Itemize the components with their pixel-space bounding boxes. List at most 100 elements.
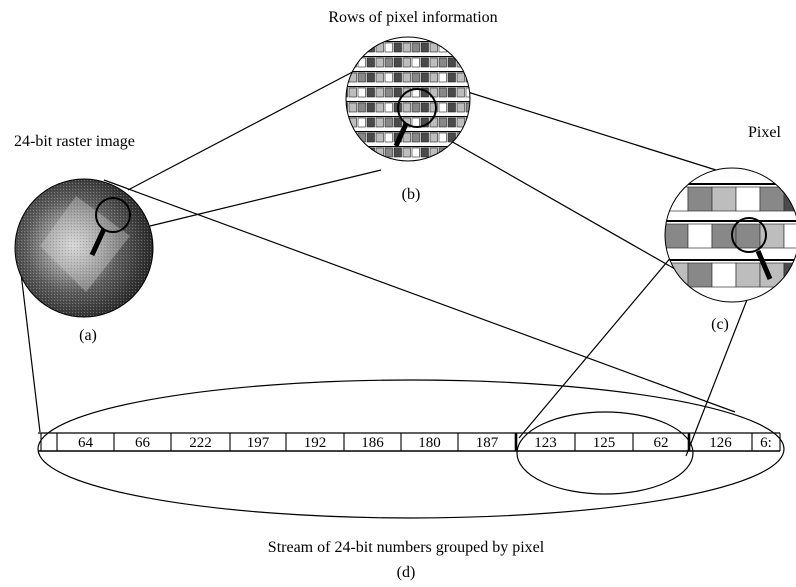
- stream-value: 64: [78, 435, 94, 451]
- pixel-cell: [402, 147, 411, 158]
- pixel-cell: [665, 223, 689, 249]
- pixel-cell: [384, 117, 393, 128]
- pixel-cell: [447, 117, 456, 128]
- pixel-cell: [429, 72, 438, 83]
- pixel-cell: [357, 87, 366, 98]
- pixel-cell: [456, 42, 465, 53]
- stream-value: 62: [654, 435, 669, 451]
- pixel-cell: [475, 118, 483, 127]
- pixel-cell: [429, 57, 438, 68]
- pixel-cell: [411, 57, 420, 68]
- pixel-cell: [447, 72, 456, 83]
- pixel-cell: [366, 132, 375, 143]
- pixel-cell: [346, 42, 348, 53]
- pixel-cell: [384, 87, 393, 98]
- pixel-cell: [411, 102, 420, 113]
- pixel-cell: [346, 57, 348, 68]
- pixel-cell: [384, 102, 393, 113]
- pixel-cell: [411, 147, 420, 158]
- pixel-cell: [475, 58, 483, 67]
- stream-value: 192: [304, 435, 327, 451]
- pixel-cell: [447, 132, 456, 143]
- pixel-cell: [465, 42, 470, 53]
- pixel-cell: [438, 132, 447, 143]
- pixel-cell: [665, 262, 689, 288]
- pixel-cell: [735, 223, 761, 249]
- pixel-cell: [447, 147, 456, 158]
- stream-value: 123: [534, 435, 557, 451]
- pixel-cell: [375, 57, 384, 68]
- stream-value: 126: [709, 435, 732, 451]
- pixel-cell: [456, 117, 465, 128]
- pixel-cell: [348, 87, 357, 98]
- pixel-cell: [420, 57, 429, 68]
- pixel-title: Pixel: [748, 124, 781, 141]
- stream-value: 186: [361, 435, 384, 451]
- pixel-cell: [447, 57, 456, 68]
- pixel-cell: [384, 147, 393, 158]
- pixel-cell: [402, 42, 411, 53]
- pixel-cell: [438, 57, 447, 68]
- label-d: (d): [397, 564, 416, 581]
- label-c: (c): [711, 316, 729, 333]
- magnifier-icon: [89, 197, 131, 257]
- pixel-cell: [348, 42, 357, 53]
- magnifier-icon: [731, 217, 773, 280]
- pixel-cell: [411, 132, 420, 143]
- pixel-cell: [735, 262, 761, 288]
- pixel-cell: [357, 102, 366, 113]
- pixel-cell: [456, 87, 465, 98]
- stream-value: 6:: [760, 435, 772, 451]
- stream-value: 222: [189, 435, 212, 451]
- pixel-cell: [759, 186, 785, 212]
- pixel-cell: [687, 186, 713, 212]
- line-c-to-stream-right: [685, 286, 753, 457]
- pixel-circle: [664, 167, 796, 303]
- pixel-cell: [438, 72, 447, 83]
- pixel-cell: [735, 186, 761, 212]
- pixel-cell: [402, 132, 411, 143]
- pixel-cell: [357, 42, 366, 53]
- pixel-cell: [429, 132, 438, 143]
- pixel-cell: [687, 262, 713, 288]
- magnifier-icon: [393, 88, 437, 148]
- pixel-cell: [420, 147, 429, 158]
- pixel-rows-circle: [345, 36, 483, 162]
- stream-value: 125: [593, 435, 616, 451]
- pixel-cell: [475, 73, 483, 82]
- line-a-to-stream-right: [103, 179, 736, 413]
- pixel-cell: [384, 57, 393, 68]
- pixel-cell: [366, 147, 375, 158]
- pixel-cell: [402, 102, 411, 113]
- pixel-cell: [366, 117, 375, 128]
- pixel-cell: [357, 147, 366, 158]
- pixel-cell: [411, 42, 420, 53]
- pixel-cell: [366, 57, 375, 68]
- pixel-cell: [375, 132, 384, 143]
- pixel-cell: [429, 42, 438, 53]
- pixel-cell: [465, 117, 470, 128]
- pixel-cell: [384, 132, 393, 143]
- pixel-cell: [375, 72, 384, 83]
- pixel-closeup-grid: [665, 183, 796, 288]
- pixel-cell: [384, 72, 393, 83]
- pixel-cell: [384, 42, 393, 53]
- pixel-cell: [711, 186, 737, 212]
- pixel-cell: [420, 42, 429, 53]
- stream-ellipse-outer: [37, 379, 785, 519]
- pixel-cell: [357, 117, 366, 128]
- stream-value: 197: [247, 435, 270, 451]
- pixel-cell: [475, 133, 483, 142]
- pixel-cell: [393, 147, 402, 158]
- pixel-cell: [429, 102, 438, 113]
- raster-image-circle: [14, 178, 154, 318]
- pixel-cell: [465, 132, 470, 143]
- stream-caption: Stream of 24-bit numbers grouped by pixe…: [268, 539, 545, 556]
- pixel-cell: [348, 132, 357, 143]
- pixel-cell: [420, 132, 429, 143]
- pixel-cell: [475, 43, 483, 52]
- pixel-cell: [475, 103, 483, 112]
- pixel-cell: [438, 102, 447, 113]
